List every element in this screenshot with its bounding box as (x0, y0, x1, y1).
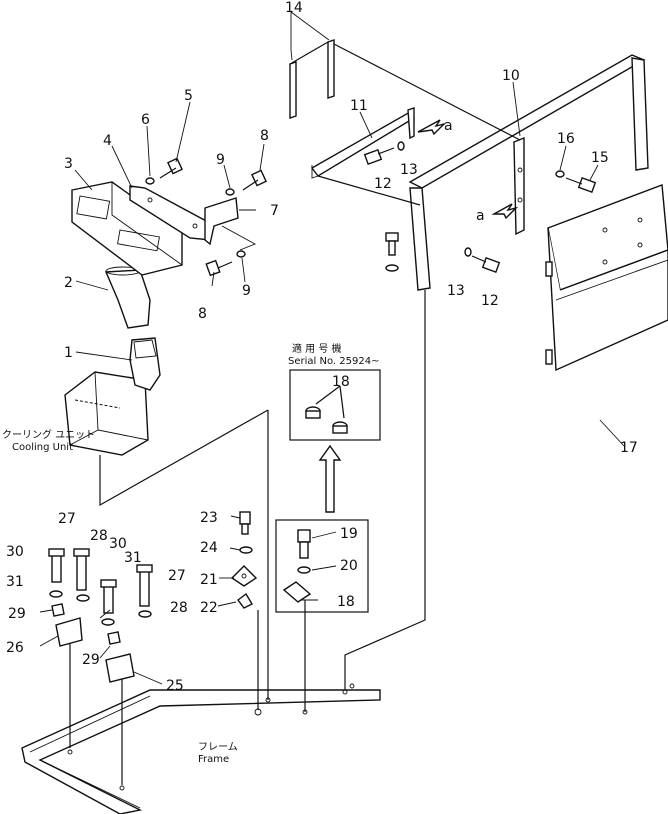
frame-outline (21, 689, 381, 814)
callout-13-upper: 13 (400, 162, 418, 178)
callout-leaders (39, 11, 625, 685)
callout-11: 11 (350, 98, 368, 114)
callout-28-left: 28 (90, 528, 108, 544)
washer-part-6 (145, 177, 155, 185)
cooling-unit (64, 371, 269, 507)
callout-23: 23 (200, 510, 218, 526)
bolt-left-frame (385, 232, 399, 272)
callout-7: 7 (270, 203, 279, 219)
washers-left-group (49, 590, 152, 626)
callout-26: 26 (6, 640, 24, 656)
view-arrows (417, 119, 519, 220)
callout-27-right: 27 (168, 568, 186, 584)
serial-box-lower (275, 519, 369, 613)
washer-part-9-lower (236, 250, 246, 258)
bolt-part-23 (239, 511, 251, 535)
washer-part-13-lower (464, 247, 472, 257)
callout-numbers: 1 2 3 4 5 6 7 8 9 8 9 10 11 12 13 14 15 … (6, 0, 638, 694)
view-marker-a-upper: a (444, 118, 453, 134)
callout-12-lower: 12 (481, 293, 499, 309)
bracket-part-7 (204, 197, 257, 251)
plate-part-26 (55, 617, 83, 647)
callout-24: 24 (200, 540, 218, 556)
callout-19: 19 (340, 526, 358, 542)
captions: クーリング ユニット Cooling Unit 適 用 号 機 Serial N… (2, 342, 379, 765)
callout-29-left: 29 (8, 606, 26, 622)
callout-8-upper: 8 (260, 128, 269, 144)
caption-serial-en: Serial No. 25924~ (288, 356, 379, 367)
callout-15: 15 (591, 150, 609, 166)
callout-10: 10 (502, 68, 520, 84)
callout-30-left: 30 (6, 544, 24, 560)
callout-13-lower: 13 (447, 283, 465, 299)
callout-21: 21 (200, 572, 218, 588)
bolt-part-12-lower (471, 255, 501, 273)
plate-part-25 (105, 653, 135, 683)
callout-9-upper: 9 (216, 152, 225, 168)
callout-16: 16 (557, 131, 575, 147)
callout-17: 17 (620, 440, 638, 456)
washer-part-16 (555, 170, 565, 178)
caption-frame-jp: フレーム (198, 741, 238, 753)
callout-12-upper: 12 (374, 176, 392, 192)
callout-30-right: 30 (109, 536, 127, 552)
callout-14: 14 (285, 0, 303, 16)
callout-1: 1 (64, 345, 73, 361)
rail-part-11 (310, 107, 415, 179)
callout-18-lower: 18 (337, 594, 355, 610)
callout-2: 2 (64, 275, 73, 291)
callout-31-left: 31 (6, 574, 24, 590)
callout-22: 22 (200, 600, 218, 616)
washer-part-24 (239, 546, 253, 554)
duct-part-2 (104, 266, 151, 329)
callout-31-right: 31 (124, 550, 142, 566)
serial-box-upper (289, 369, 381, 441)
caption-cooling-unit-jp: クーリング ユニット (2, 428, 95, 441)
bolt-part-5 (159, 157, 183, 179)
upward-arrow (318, 444, 342, 513)
callout-5: 5 (184, 88, 193, 104)
clip-part-29 (51, 603, 121, 645)
caption-cooling-unit-en: Cooling Unit (12, 442, 73, 453)
callout-28-right: 28 (170, 600, 188, 616)
washer-part-13-upper (397, 141, 405, 151)
callout-20: 20 (340, 558, 358, 574)
callout-9-lower: 9 (242, 283, 251, 299)
bolt-part-8-lower (205, 259, 233, 277)
callout-8-lower: 8 (198, 306, 207, 322)
assembly-leader-lines (67, 290, 426, 791)
post-part-14 (289, 39, 521, 206)
view-marker-a-lower: a (476, 208, 485, 224)
bolts-left-group (48, 548, 153, 614)
callout-18-upper: 18 (332, 374, 350, 390)
duct-part-1 (129, 337, 161, 391)
callout-29-right: 29 (82, 652, 100, 668)
callout-4: 4 (103, 133, 112, 149)
bolt-part-8-upper (242, 169, 267, 191)
washer-part-9-upper (225, 188, 235, 196)
caption-serial-jp: 適 用 号 機 (292, 342, 342, 355)
callout-25: 25 (166, 678, 184, 694)
bolt-part-12-upper (363, 147, 395, 165)
callout-3: 3 (64, 156, 73, 172)
callout-27-left: 27 (58, 511, 76, 527)
cover-panel-part-17 (545, 184, 668, 372)
callout-6: 6 (141, 112, 150, 128)
clip-part-22 (237, 592, 253, 609)
caption-frame-en: Frame (198, 754, 229, 765)
bolt-part-15 (565, 177, 597, 193)
vent-grille-part-3 (71, 181, 183, 276)
bracket-part-21 (230, 565, 258, 587)
frame-part-10 (408, 54, 649, 291)
